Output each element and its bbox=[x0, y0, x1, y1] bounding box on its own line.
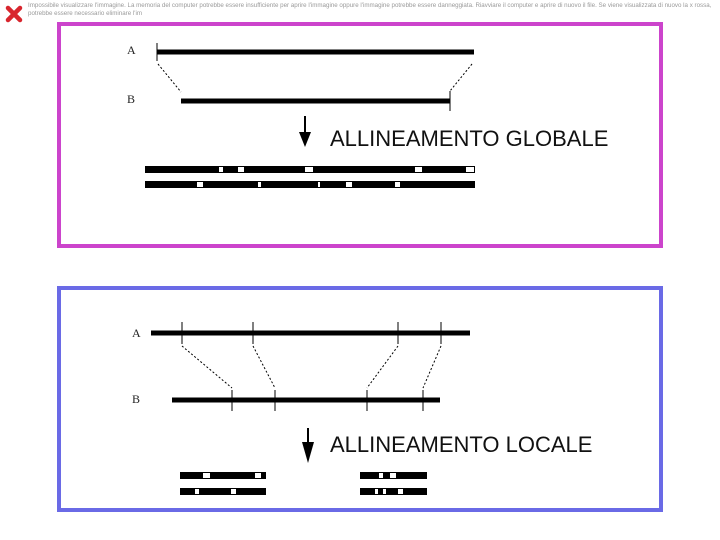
global-aligned-b-gap bbox=[346, 182, 352, 187]
global-aligned-a-gap bbox=[415, 167, 422, 172]
global-aligned-a-gap bbox=[466, 167, 474, 172]
global-caption: ALLINEAMENTO GLOBALE bbox=[330, 126, 609, 151]
local-aligned-gap bbox=[195, 489, 199, 494]
global-aligned-a-gap bbox=[219, 167, 223, 172]
local-aligned-gap bbox=[203, 473, 210, 478]
local-aligned-gap bbox=[379, 473, 383, 478]
image-error-message: Impossibile visualizzare l'immagine. La … bbox=[28, 2, 712, 17]
local-label-b: B bbox=[132, 392, 141, 406]
local-aligned-gap bbox=[383, 489, 386, 494]
local-diagram bbox=[151, 322, 470, 495]
global-aligned-a-gap bbox=[305, 167, 313, 172]
global-down-arrow-head bbox=[299, 132, 311, 147]
global-connector-right bbox=[449, 63, 473, 92]
local-connector bbox=[252, 345, 276, 389]
local-aligned-gap bbox=[398, 489, 403, 494]
global-label-b: B bbox=[127, 92, 136, 106]
global-label-a: A bbox=[127, 43, 136, 57]
local-aligned-a-1 bbox=[180, 472, 266, 479]
broken-image-x-icon bbox=[5, 5, 23, 23]
local-connector bbox=[366, 345, 399, 389]
global-alignment-frame bbox=[57, 22, 663, 248]
global-diagram bbox=[145, 43, 475, 188]
local-connector bbox=[181, 345, 233, 389]
local-down-arrow-head bbox=[302, 442, 314, 463]
local-aligned-b-2 bbox=[360, 488, 427, 495]
global-aligned-b-gap bbox=[197, 182, 203, 187]
global-aligned-a-gap bbox=[238, 167, 244, 172]
local-aligned-gap bbox=[375, 489, 378, 494]
local-connector bbox=[422, 345, 442, 389]
global-aligned-b bbox=[145, 181, 475, 188]
local-alignment-frame bbox=[57, 286, 663, 512]
local-aligned-b-1 bbox=[180, 488, 266, 495]
local-label-a: A bbox=[132, 326, 141, 340]
local-aligned-gap bbox=[255, 473, 261, 478]
global-aligned-b-gap bbox=[258, 182, 261, 187]
global-aligned-b-gap bbox=[318, 182, 320, 187]
local-aligned-gap bbox=[231, 489, 236, 494]
local-aligned-gap bbox=[390, 473, 396, 478]
local-caption: ALLINEAMENTO LOCALE bbox=[330, 432, 593, 457]
global-aligned-b-gap bbox=[395, 182, 400, 187]
global-connector-left bbox=[157, 63, 182, 93]
